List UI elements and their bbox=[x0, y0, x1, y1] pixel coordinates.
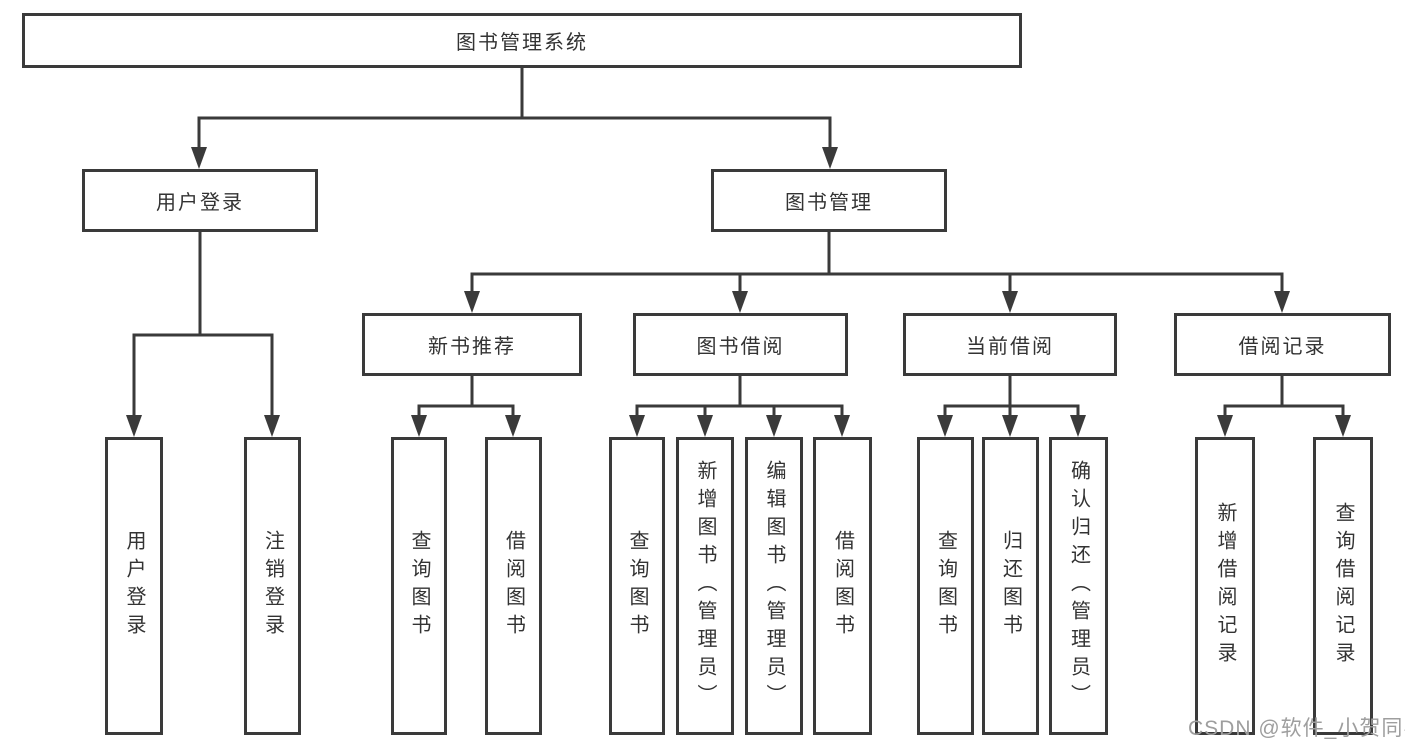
node-label: 借阅记录 bbox=[1238, 336, 1327, 358]
arrow-down-icon bbox=[834, 415, 850, 437]
leaf-current-return-books: 归还图书 bbox=[982, 437, 1039, 735]
arrow-down-icon bbox=[411, 415, 427, 437]
leaf-label: 查询图书 bbox=[934, 530, 957, 642]
node-book-borrowing: 图书借阅 bbox=[633, 313, 848, 376]
leaf-label: 归还图书 bbox=[999, 530, 1022, 642]
csdn-watermark: CSDN @软件_小贺同学 bbox=[1188, 717, 1405, 740]
node-borrow-records: 借阅记录 bbox=[1174, 313, 1391, 376]
arrow-down-icon bbox=[822, 147, 838, 169]
leaf-borrow-edit-books-admin: 编辑图书（管理员） bbox=[745, 437, 803, 735]
connector-lines bbox=[132, 68, 1345, 422]
leaf-newbook-query-books: 查询图书 bbox=[391, 437, 447, 735]
node-label: 当前借阅 bbox=[966, 336, 1054, 358]
leaf-label: 注销登录 bbox=[261, 530, 284, 642]
leaf-current-confirm-return-admin: 确认归还（管理员） bbox=[1049, 437, 1108, 735]
node-label: 图书借阅 bbox=[696, 336, 785, 358]
arrow-down-icon bbox=[464, 291, 480, 313]
node-label: 图书管理系统 bbox=[456, 32, 588, 54]
leaf-newbook-borrow-books: 借阅图书 bbox=[485, 437, 542, 735]
leaf-label: 查询图书 bbox=[626, 530, 648, 642]
leaf-label: 用户登录 bbox=[123, 530, 145, 642]
leaf-records-query-record: 查询借阅记录 bbox=[1313, 437, 1373, 735]
arrow-down-icon bbox=[629, 415, 645, 437]
connector-borrow-group bbox=[635, 376, 844, 422]
leaf-user-login: 用户登录 bbox=[105, 437, 163, 735]
arrow-down-icon bbox=[697, 415, 713, 437]
node-label: 新书推荐 bbox=[428, 336, 516, 358]
leaf-label: 借阅图书 bbox=[831, 530, 854, 642]
arrow-down-icon bbox=[1002, 291, 1018, 313]
leaf-logout: 注销登录 bbox=[244, 437, 301, 735]
connector-root bbox=[197, 68, 832, 152]
arrow-down-icon bbox=[766, 415, 782, 437]
arrow-down-icon bbox=[191, 147, 207, 169]
node-label: 用户登录 bbox=[156, 192, 244, 214]
arrow-down-icon bbox=[126, 415, 142, 437]
arrow-down-icon bbox=[1335, 415, 1351, 437]
arrow-down-icon bbox=[732, 291, 748, 313]
node-new-book-recommend: 新书推荐 bbox=[362, 313, 582, 376]
arrow-down-icon bbox=[264, 415, 280, 437]
leaf-label: 新增图书（管理员） bbox=[694, 460, 716, 712]
leaf-borrow-query-books: 查询图书 bbox=[609, 437, 665, 735]
node-book-management: 图书管理 bbox=[711, 169, 947, 232]
connector-mgmt-group bbox=[470, 232, 1284, 296]
leaf-borrow-add-books-admin: 新增图书（管理员） bbox=[676, 437, 734, 735]
leaf-borrow-borrow-books: 借阅图书 bbox=[813, 437, 872, 735]
node-user-login: 用户登录 bbox=[82, 169, 318, 232]
leaf-label: 编辑图书（管理员） bbox=[763, 460, 785, 712]
leaf-label: 查询借阅记录 bbox=[1332, 502, 1354, 670]
arrow-down-icon bbox=[937, 415, 953, 437]
connector-current-group bbox=[943, 376, 1080, 422]
leaf-label: 查询图书 bbox=[408, 530, 430, 642]
arrow-down-icon bbox=[1217, 415, 1233, 437]
arrow-down-icon bbox=[1002, 415, 1018, 437]
connector-newbook-group bbox=[417, 376, 515, 422]
leaf-current-query-books: 查询图书 bbox=[917, 437, 974, 735]
connector-login-group bbox=[132, 232, 274, 422]
arrow-down-icon bbox=[505, 415, 521, 437]
leaf-label: 借阅图书 bbox=[502, 530, 525, 642]
leaf-label: 确认归还（管理员） bbox=[1067, 460, 1090, 712]
node-current-borrowing: 当前借阅 bbox=[903, 313, 1117, 376]
node-root-system: 图书管理系统 bbox=[22, 13, 1022, 68]
node-label: 图书管理 bbox=[785, 192, 873, 214]
arrow-down-icon bbox=[1274, 291, 1290, 313]
arrow-down-icon bbox=[1070, 415, 1086, 437]
connector-records-group bbox=[1223, 376, 1345, 422]
leaf-label: 新增借阅记录 bbox=[1214, 502, 1236, 670]
leaf-records-add-record: 新增借阅记录 bbox=[1195, 437, 1255, 735]
